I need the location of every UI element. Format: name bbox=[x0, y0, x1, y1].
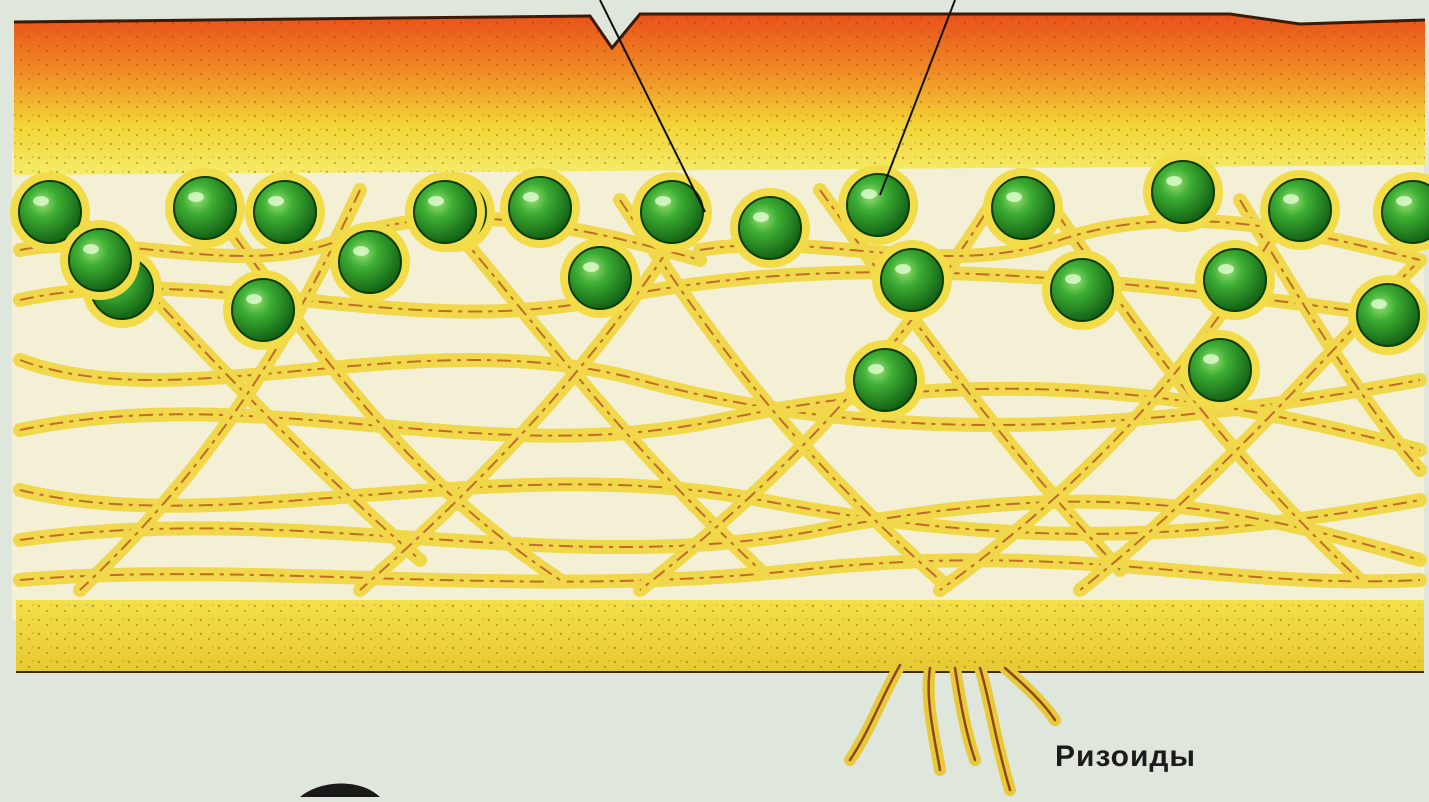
algal-cell-highlight bbox=[1283, 194, 1299, 204]
algal-cell-highlight bbox=[1218, 264, 1234, 274]
algal-cell bbox=[414, 181, 476, 243]
algal-cell bbox=[232, 279, 294, 341]
algal-cell-highlight bbox=[1006, 192, 1022, 202]
partial-figure-edge bbox=[300, 783, 380, 797]
algal-cell-highlight bbox=[353, 246, 369, 256]
algal-cell-highlight bbox=[246, 294, 262, 304]
algal-cell-highlight bbox=[188, 192, 204, 202]
algal-cell-highlight bbox=[1396, 196, 1412, 206]
algal-cell bbox=[254, 181, 316, 243]
algal-cell bbox=[847, 174, 909, 236]
algal-cell-highlight bbox=[1203, 354, 1219, 364]
algal-cell bbox=[509, 177, 571, 239]
algal-cell bbox=[174, 177, 236, 239]
algal-cell bbox=[1051, 259, 1113, 321]
algal-cell-highlight bbox=[753, 212, 769, 222]
algal-cell-highlight bbox=[895, 264, 911, 274]
algal-cell bbox=[69, 229, 131, 291]
rhizoids bbox=[850, 665, 1055, 790]
algal-cell bbox=[992, 177, 1054, 239]
algal-cell-highlight bbox=[83, 244, 99, 254]
algal-cell bbox=[1269, 179, 1331, 241]
algal-cell bbox=[739, 197, 801, 259]
algal-cell-highlight bbox=[1371, 299, 1387, 309]
algal-cell-highlight bbox=[523, 192, 539, 202]
algal-cell-highlight bbox=[428, 196, 444, 206]
algal-cell-highlight bbox=[1166, 176, 1182, 186]
algal-cell-highlight bbox=[868, 364, 884, 374]
algal-cell-highlight bbox=[861, 189, 877, 199]
algal-cell-highlight bbox=[655, 196, 671, 206]
algal-cell bbox=[339, 231, 401, 293]
algal-cell bbox=[1357, 284, 1419, 346]
algal-cell bbox=[1189, 339, 1251, 401]
algal-cell-highlight bbox=[268, 196, 284, 206]
rhizoids-label: Ризоиды bbox=[1055, 740, 1196, 774]
algal-cell bbox=[1152, 161, 1214, 223]
algal-cell bbox=[854, 349, 916, 411]
algal-cell bbox=[569, 247, 631, 309]
algal-cell-highlight bbox=[33, 196, 49, 206]
algal-cell bbox=[881, 249, 943, 311]
algal-cell-highlight bbox=[583, 262, 599, 272]
algal-cell-highlight bbox=[1065, 274, 1081, 284]
algal-cell bbox=[1204, 249, 1266, 311]
